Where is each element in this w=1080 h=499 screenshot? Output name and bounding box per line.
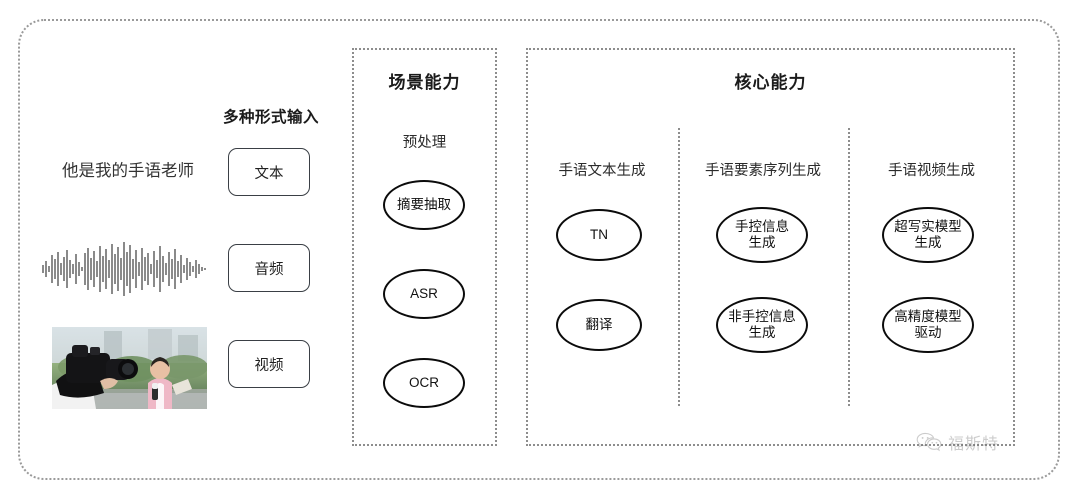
node-label: ASR <box>410 286 438 302</box>
input-panel-title: 多种形式输入 <box>222 109 319 126</box>
node-label-line1: 高精度模型 <box>894 309 962 325</box>
modality-label: 视频 <box>254 357 284 374</box>
node-high-precision-model-driving[interactable]: 高精度模型 驱动 <box>882 297 974 353</box>
modality-button-video[interactable]: 视频 <box>228 340 310 388</box>
core-column-heading-sign-elements: 手语要素序列生成 <box>705 163 821 179</box>
node-nonmanual-info-generation[interactable]: 非手控信息 生成 <box>716 297 808 353</box>
video-thumbnail-image <box>52 327 207 409</box>
node-abstract-extraction[interactable]: 摘要抽取 <box>383 180 465 230</box>
core-column-divider-2 <box>848 128 850 406</box>
wechat-icon <box>916 432 942 452</box>
node-label-line2: 生成 <box>914 235 942 250</box>
core-capability-title: 核心能力 <box>734 73 807 92</box>
modality-button-audio[interactable]: 音频 <box>228 244 310 292</box>
watermark: 福斯特 <box>916 430 999 454</box>
scene-capability-title: 场景能力 <box>388 73 461 92</box>
audio-waveform-icon <box>42 242 206 296</box>
core-column-heading-sign-video: 手语视频生成 <box>888 163 975 179</box>
node-label-line1: 非手控信息 <box>728 309 796 325</box>
node-ocr[interactable]: OCR <box>383 358 465 408</box>
modality-label: 文本 <box>254 165 284 182</box>
node-tn[interactable]: TN <box>556 209 642 261</box>
node-label-line2: 驱动 <box>914 325 942 340</box>
scene-group-heading-preprocess: 预处理 <box>402 135 447 151</box>
modality-button-text[interactable]: 文本 <box>228 148 310 196</box>
modality-label: 音频 <box>254 261 284 278</box>
node-hyperrealistic-model-generation[interactable]: 超写实模型 生成 <box>882 207 974 263</box>
watermark-text: 福斯特 <box>948 436 1000 453</box>
node-manual-info-generation[interactable]: 手控信息 生成 <box>716 207 808 263</box>
node-label: 摘要抽取 <box>397 197 451 213</box>
node-label-line1: 手控信息 <box>735 219 789 235</box>
node-label: OCR <box>409 375 439 391</box>
outer-frame <box>18 19 1060 480</box>
node-label: TN <box>590 227 608 243</box>
node-translation[interactable]: 翻译 <box>556 299 642 351</box>
node-label-line2: 生成 <box>748 235 776 250</box>
scene-capability-box <box>352 48 497 446</box>
node-label: 翻译 <box>585 317 613 333</box>
node-label-line1: 超写实模型 <box>894 219 962 235</box>
core-capability-box <box>526 48 1015 446</box>
node-label-line2: 生成 <box>748 325 776 340</box>
core-column-heading-sign-text: 手语文本生成 <box>558 163 646 179</box>
input-sample-text: 他是我的手语老师 <box>62 162 194 180</box>
core-column-divider-1 <box>678 128 680 406</box>
node-asr[interactable]: ASR <box>383 269 465 319</box>
